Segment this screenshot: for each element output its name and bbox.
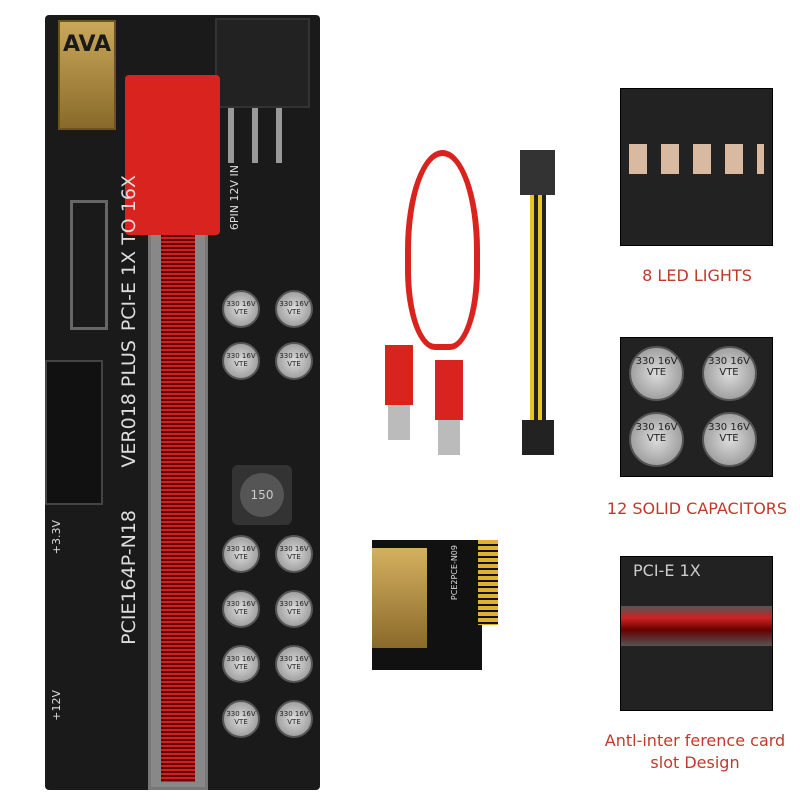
molex-connector	[45, 360, 103, 505]
slot-closeup: PCI-E 1X	[620, 556, 773, 711]
capacitor: 330 16V VTE	[275, 290, 313, 328]
capacitor: 330 16V VTE	[701, 412, 757, 467]
capacitor: 330 16V VTE	[222, 700, 260, 738]
adapter-usb3-port	[372, 548, 427, 648]
capacitor: 330 16V VTE	[275, 645, 313, 683]
rail-3v3-label: +3.3V	[50, 520, 63, 555]
capacitor: 330 16V VTE	[275, 700, 313, 738]
adapter-label: PCE2PCE-N09	[450, 545, 459, 601]
usb-plug	[435, 360, 463, 420]
inductor: 150	[232, 465, 292, 525]
capacitor: 330 16V VTE	[275, 590, 313, 628]
usb-cable	[405, 150, 480, 350]
pcie-x16-slot	[148, 225, 208, 790]
usb3-port: AVA	[58, 20, 116, 130]
power-in-label: 6PIN 12V IN	[228, 165, 241, 231]
pcie-x1-gold-fingers	[478, 540, 498, 625]
6pin-power-connector	[215, 18, 310, 108]
capacitor: 330 16V VTE	[222, 342, 260, 380]
version-label: VER018 PLUS	[118, 340, 140, 468]
slot-latch	[125, 75, 220, 235]
usb-plug-metal	[438, 420, 460, 455]
capacitor: 330 16V VTE	[222, 290, 260, 328]
spec-label: PCI-E 1X TO 16X	[118, 175, 140, 332]
sata-power-plug	[520, 150, 555, 195]
slot-closeup-label: PCI-E 1X	[633, 561, 701, 580]
capacitor: 330 16V VTE	[222, 645, 260, 683]
6pin-plug	[522, 420, 554, 455]
connector-pins	[228, 108, 298, 163]
capacitor-closeup: 330 16V VTE 330 16V VTE 330 16V VTE 330 …	[620, 337, 773, 477]
capacitor: 330 16V VTE	[222, 535, 260, 573]
capacitor: 330 16V VTE	[222, 590, 260, 628]
sata-connector	[70, 200, 108, 330]
capacitor: 330 16V VTE	[275, 535, 313, 573]
model-label: PCIE164P-N18	[118, 510, 140, 645]
caption-slot: Antl-inter ference card slot Design	[604, 731, 786, 772]
capacitor: 330 16V VTE	[275, 342, 313, 380]
rail-12v-label: +12V	[50, 690, 63, 721]
inductor-label: 150	[240, 473, 284, 517]
power-cable	[530, 195, 546, 425]
led-closeup	[620, 88, 773, 246]
capacitor: 330 16V VTE	[629, 412, 684, 467]
usb-plug-metal	[388, 405, 410, 440]
usb-plug	[385, 345, 413, 405]
usb-port-label: AVA	[62, 32, 112, 57]
caption-capacitors: 12 SOLID CAPACITORS	[606, 499, 788, 518]
capacitor: 330 16V VTE	[701, 346, 757, 401]
caption-led: 8 LED LIGHTS	[642, 266, 752, 285]
capacitor: 330 16V VTE	[629, 346, 684, 401]
